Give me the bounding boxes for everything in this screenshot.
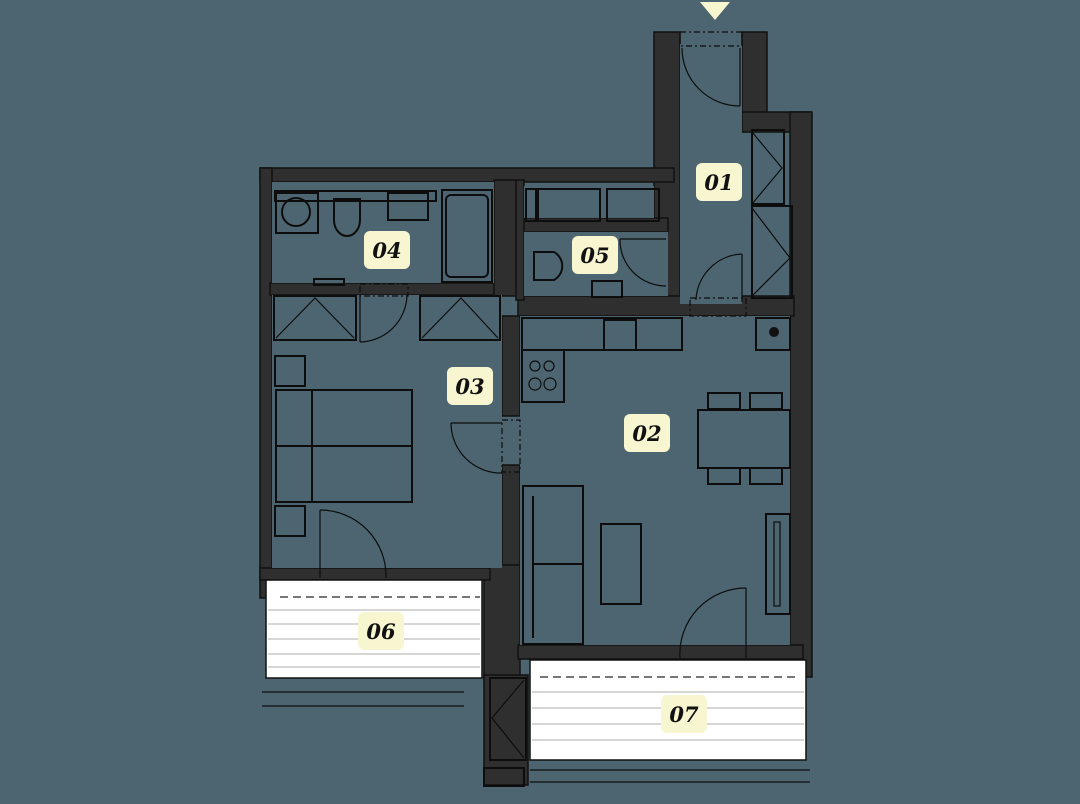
room-label-04[interactable]: 04	[364, 231, 410, 269]
room-label-01[interactable]: 01	[696, 163, 742, 201]
room-label-05[interactable]: 05	[572, 236, 618, 274]
room-label-03[interactable]: 03	[447, 367, 493, 405]
walls	[259, 31, 813, 786]
room-label-06[interactable]: 06	[358, 612, 404, 650]
doors	[319, 31, 747, 659]
balcony-07	[483, 659, 810, 787]
living-furniture	[522, 485, 791, 645]
dining-table	[697, 392, 791, 485]
entrance-marker-icon	[700, 2, 730, 20]
bathroom-fixtures	[274, 189, 493, 286]
room-label-02[interactable]: 02	[624, 414, 670, 452]
wardrobes-bedroom	[273, 295, 501, 341]
kitchen	[521, 317, 791, 403]
wc-fixtures	[525, 188, 660, 298]
wardrobe-corridor	[751, 129, 793, 299]
room-label-07[interactable]: 07	[661, 695, 707, 733]
room-floors	[272, 44, 790, 645]
bed	[274, 355, 413, 537]
